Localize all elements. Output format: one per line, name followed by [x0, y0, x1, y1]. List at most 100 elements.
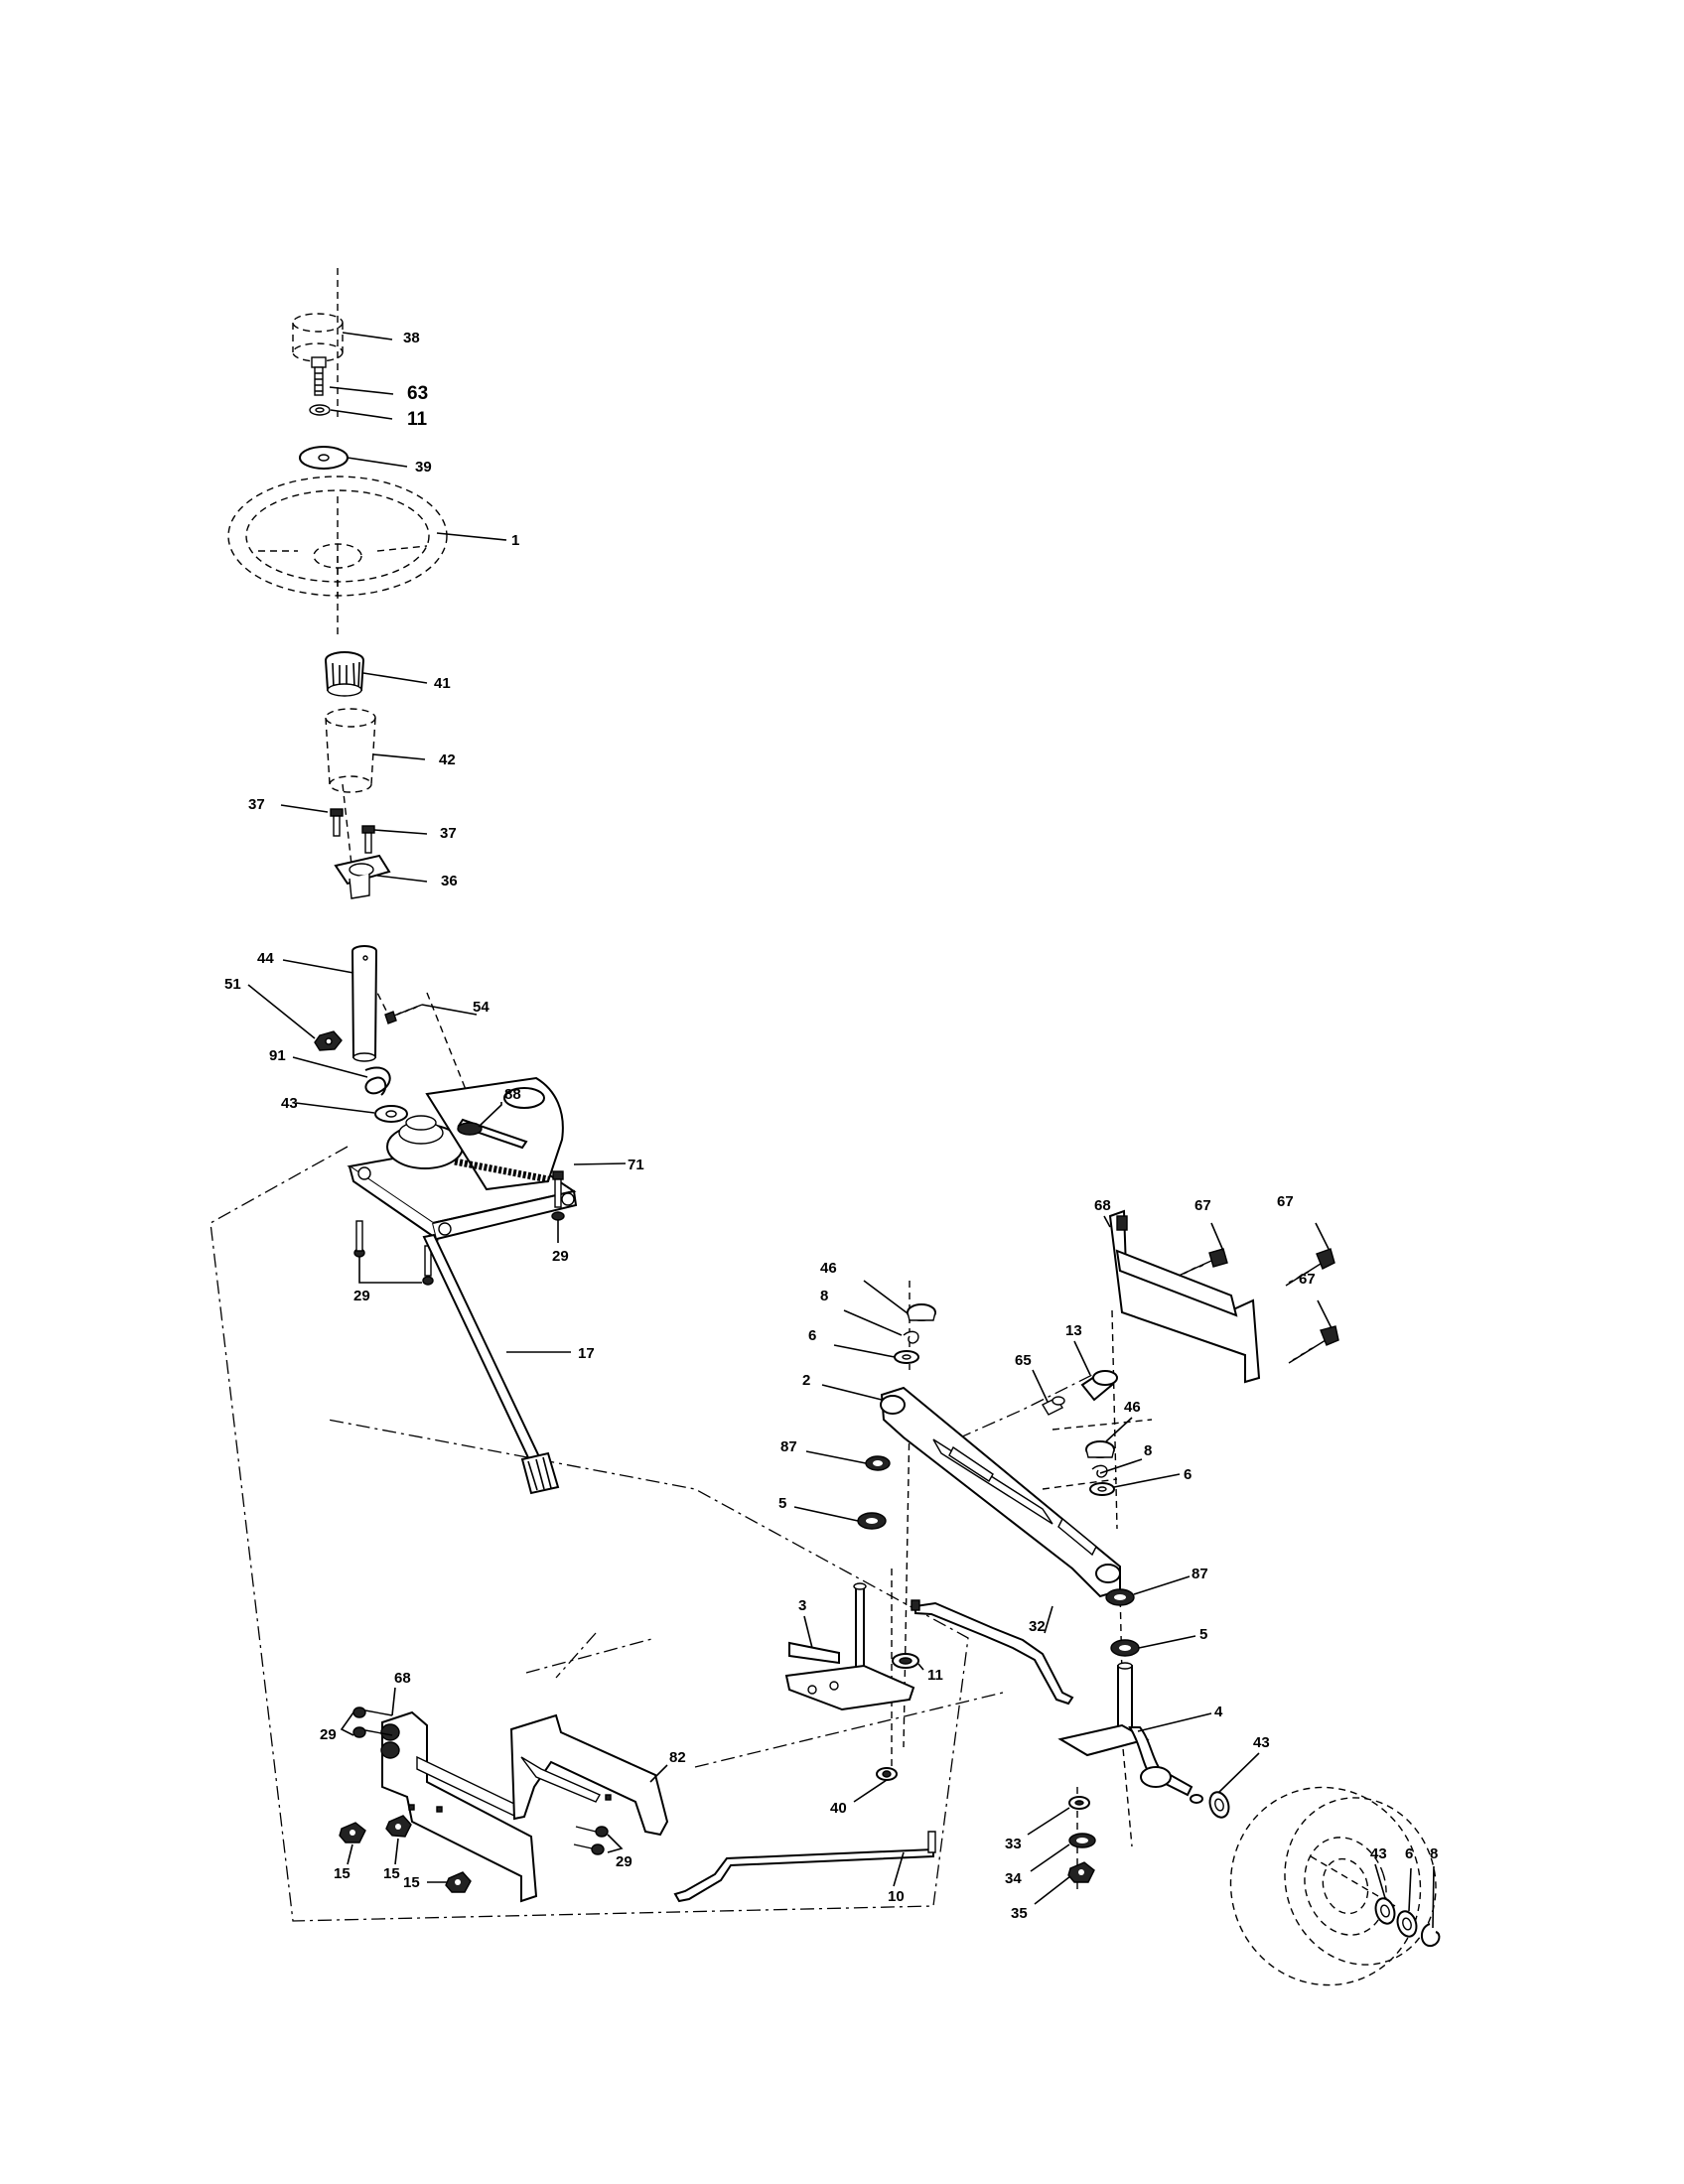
label-5-left: 5	[778, 1495, 786, 1512]
label-6-left: 6	[808, 1327, 816, 1344]
washer-43-wheel-inner	[1208, 1791, 1230, 1819]
washer-6-wheel	[1396, 1910, 1418, 1938]
washer-6-left	[894, 1350, 919, 1364]
label-88: 88	[504, 1086, 521, 1103]
label-32: 32	[1029, 1618, 1046, 1635]
label-39: 39	[415, 459, 432, 476]
wheel	[1229, 1786, 1437, 1986]
washer-88	[457, 1122, 483, 1136]
clip-91	[364, 1066, 391, 1096]
spindle-4	[1057, 1662, 1203, 1804]
bushing-87-right	[1105, 1588, 1135, 1606]
label-67-a: 67	[1194, 1197, 1211, 1214]
clip-8-right	[1091, 1464, 1108, 1478]
label-51: 51	[224, 976, 241, 993]
flange-bearing-36	[334, 854, 391, 899]
washer-34	[1068, 1833, 1096, 1848]
lock-washer-11	[309, 404, 331, 416]
label-67-c: 67	[1299, 1271, 1316, 1288]
label-2: 2	[802, 1372, 810, 1389]
label-35: 35	[1011, 1905, 1028, 1922]
sector-gear-71	[425, 1076, 564, 1191]
label-46-left: 46	[820, 1260, 837, 1277]
bushing-5-left	[857, 1512, 887, 1530]
label-15-c: 15	[403, 1874, 420, 1891]
label-43-wheel-b: 43	[1370, 1845, 1387, 1862]
label-40: 40	[830, 1800, 847, 1817]
label-8-left: 8	[820, 1288, 828, 1304]
label-37-right: 37	[440, 825, 457, 842]
bushing-87-left	[865, 1455, 891, 1471]
label-8-wheel: 8	[1430, 1845, 1438, 1862]
clip-8-left	[903, 1330, 919, 1344]
shaft-44	[351, 945, 377, 1062]
cap-46-left	[907, 1303, 936, 1321]
adapter-41	[325, 651, 364, 697]
spacer-13	[1080, 1370, 1118, 1402]
label-29-bl-a: 29	[320, 1726, 337, 1743]
label-33: 33	[1005, 1836, 1022, 1852]
label-41: 41	[434, 675, 451, 692]
nut-51	[314, 1030, 343, 1051]
label-15-b: 15	[383, 1865, 400, 1882]
part-labels: 38 63 11 39 1 41 42 37 37 36 44 54 51 91…	[224, 330, 1438, 1922]
label-34: 34	[1005, 1870, 1022, 1887]
cap-46-right	[1085, 1440, 1115, 1458]
label-46-right: 46	[1124, 1399, 1141, 1416]
label-43-wheel-a: 43	[1253, 1734, 1270, 1751]
label-1: 1	[511, 532, 519, 549]
axle-bracket-68-bottom	[380, 1710, 538, 1903]
label-63: 63	[407, 383, 428, 404]
steering-shaft-17	[422, 1233, 560, 1495]
nut-35	[1067, 1861, 1095, 1883]
bracket-82	[509, 1713, 669, 1837]
label-65: 65	[1015, 1352, 1032, 1369]
washer-6-right	[1089, 1482, 1115, 1496]
label-8-right: 8	[1144, 1442, 1152, 1459]
label-38: 38	[403, 330, 420, 346]
washer-11-mid	[892, 1653, 919, 1669]
label-29-right: 29	[552, 1248, 569, 1265]
bolts-29-gearbox	[353, 1170, 565, 1286]
bolt-67-a	[1178, 1248, 1228, 1277]
label-6-right: 6	[1184, 1466, 1192, 1483]
bolts-29-bracket	[352, 1706, 609, 1855]
screw-37-left	[330, 808, 344, 837]
label-82: 82	[669, 1749, 686, 1766]
bushing-5-right	[1110, 1639, 1140, 1657]
label-68-top: 68	[1094, 1197, 1111, 1214]
label-71: 71	[628, 1157, 644, 1173]
label-5-right: 5	[1199, 1626, 1207, 1643]
label-91: 91	[269, 1047, 286, 1064]
label-29-bl-b: 29	[616, 1853, 632, 1870]
label-43-left: 43	[281, 1095, 298, 1112]
bolt-67-b	[1285, 1248, 1335, 1287]
label-44: 44	[257, 950, 274, 967]
label-10: 10	[888, 1888, 905, 1905]
label-29-left: 29	[353, 1288, 370, 1304]
bolt-67-c	[1288, 1325, 1339, 1364]
cover-42	[325, 708, 376, 793]
bolt-54	[384, 1004, 423, 1024]
cap-38	[292, 313, 344, 362]
axle-bracket-68-top	[1108, 1209, 1261, 1384]
label-13: 13	[1065, 1322, 1082, 1339]
pin-65	[1042, 1396, 1065, 1416]
washer-39	[299, 446, 349, 470]
front-axle-2	[880, 1386, 1121, 1598]
label-67-b: 67	[1277, 1193, 1294, 1210]
label-3: 3	[798, 1597, 806, 1614]
label-15-a: 15	[334, 1865, 351, 1882]
label-87-left: 87	[780, 1438, 797, 1455]
nuts-15	[339, 1815, 472, 1893]
washer-43-upper	[374, 1105, 408, 1123]
drag-rod-10	[673, 1831, 936, 1903]
steering-wheel-1	[227, 476, 448, 597]
bolt-63	[311, 356, 327, 396]
screw-37-right	[361, 825, 375, 854]
label-54: 54	[473, 999, 490, 1016]
washer-43-wheel-outer	[1374, 1897, 1396, 1925]
washer-33	[1068, 1796, 1090, 1810]
label-11-top: 11	[407, 409, 428, 430]
